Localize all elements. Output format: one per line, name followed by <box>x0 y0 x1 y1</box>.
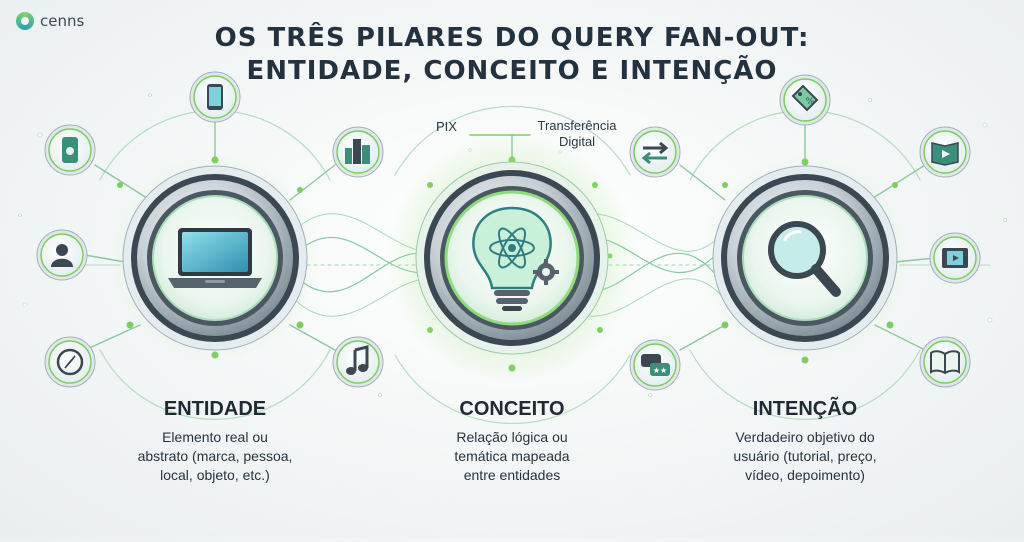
page-title-line-1: OS TRÊS PILARES DO QUERY FAN-OUT: <box>214 23 810 53</box>
pillar-title-intencao: INTENÇÃO <box>752 398 858 420</box>
page-title-line-2: ENTIDADE, CONCEITO E INTENÇÃO <box>246 56 778 86</box>
desc-line: usuário (tutorial, preço, <box>733 448 877 464</box>
city-icon <box>332 126 384 178</box>
desc-line: entre entidades <box>463 467 561 483</box>
film-icon <box>929 232 981 284</box>
pillar-desc-intencao: Verdadeiro objetivo do usuário (tutorial… <box>695 428 915 485</box>
smartphone-icon <box>189 71 241 123</box>
desc-line: local, objeto, etc.) <box>160 467 270 483</box>
pix-label: PIX <box>436 119 457 134</box>
intencao-medallion <box>712 165 898 351</box>
brand-logo: cenns <box>16 12 84 30</box>
pillar-desc-entidade: Elemento real ou abstrato (marca, pessoa… <box>105 428 325 485</box>
satellite-icons: ★★% <box>36 71 981 391</box>
desc-line: temática mapeada <box>454 448 570 464</box>
pillar-desc-conceito: Relação lógica ou temática mapeada entre… <box>402 428 622 485</box>
entidade-medallion <box>122 165 308 351</box>
chat-rating-icon: ★★ <box>629 339 681 391</box>
sparkle-dots <box>17 93 1008 397</box>
desc-line: abstrato (marca, pessoa, <box>137 448 293 464</box>
apple-phone-icon <box>44 124 96 176</box>
magnifier-icon <box>768 221 841 297</box>
svg-text:%: % <box>806 97 815 107</box>
svg-text:★★: ★★ <box>653 366 667 375</box>
cenns-logo-icon <box>16 12 34 30</box>
video-book-icon <box>919 126 971 178</box>
transfer-label-line-1: Transferência <box>537 118 617 133</box>
laptop-icon <box>168 228 262 288</box>
gear-icon <box>533 259 559 285</box>
transfer-label: Transferência Digital <box>532 118 622 150</box>
exchange-arrows-icon <box>629 126 681 178</box>
desc-line: Elemento real ou <box>162 429 268 445</box>
desc-line: vídeo, depoimento) <box>745 467 865 483</box>
open-book-icon <box>919 336 971 388</box>
desc-line: Relação lógica ou <box>456 429 568 445</box>
transfer-label-line-2: Digital <box>558 134 596 149</box>
desc-line: Verdadeiro objetivo do <box>735 429 875 445</box>
brand-name: cenns <box>40 12 85 30</box>
lightbulb-atom-icon <box>472 206 552 311</box>
conceito-medallion <box>415 161 609 355</box>
price-tag-icon: % <box>779 74 831 126</box>
person-icon <box>36 229 88 281</box>
compass-icon <box>44 336 96 388</box>
pillar-title-conceito: CONCEITO <box>459 398 565 420</box>
pillar-title-entidade: ENTIDADE <box>163 398 267 420</box>
music-note-icon <box>332 336 384 388</box>
